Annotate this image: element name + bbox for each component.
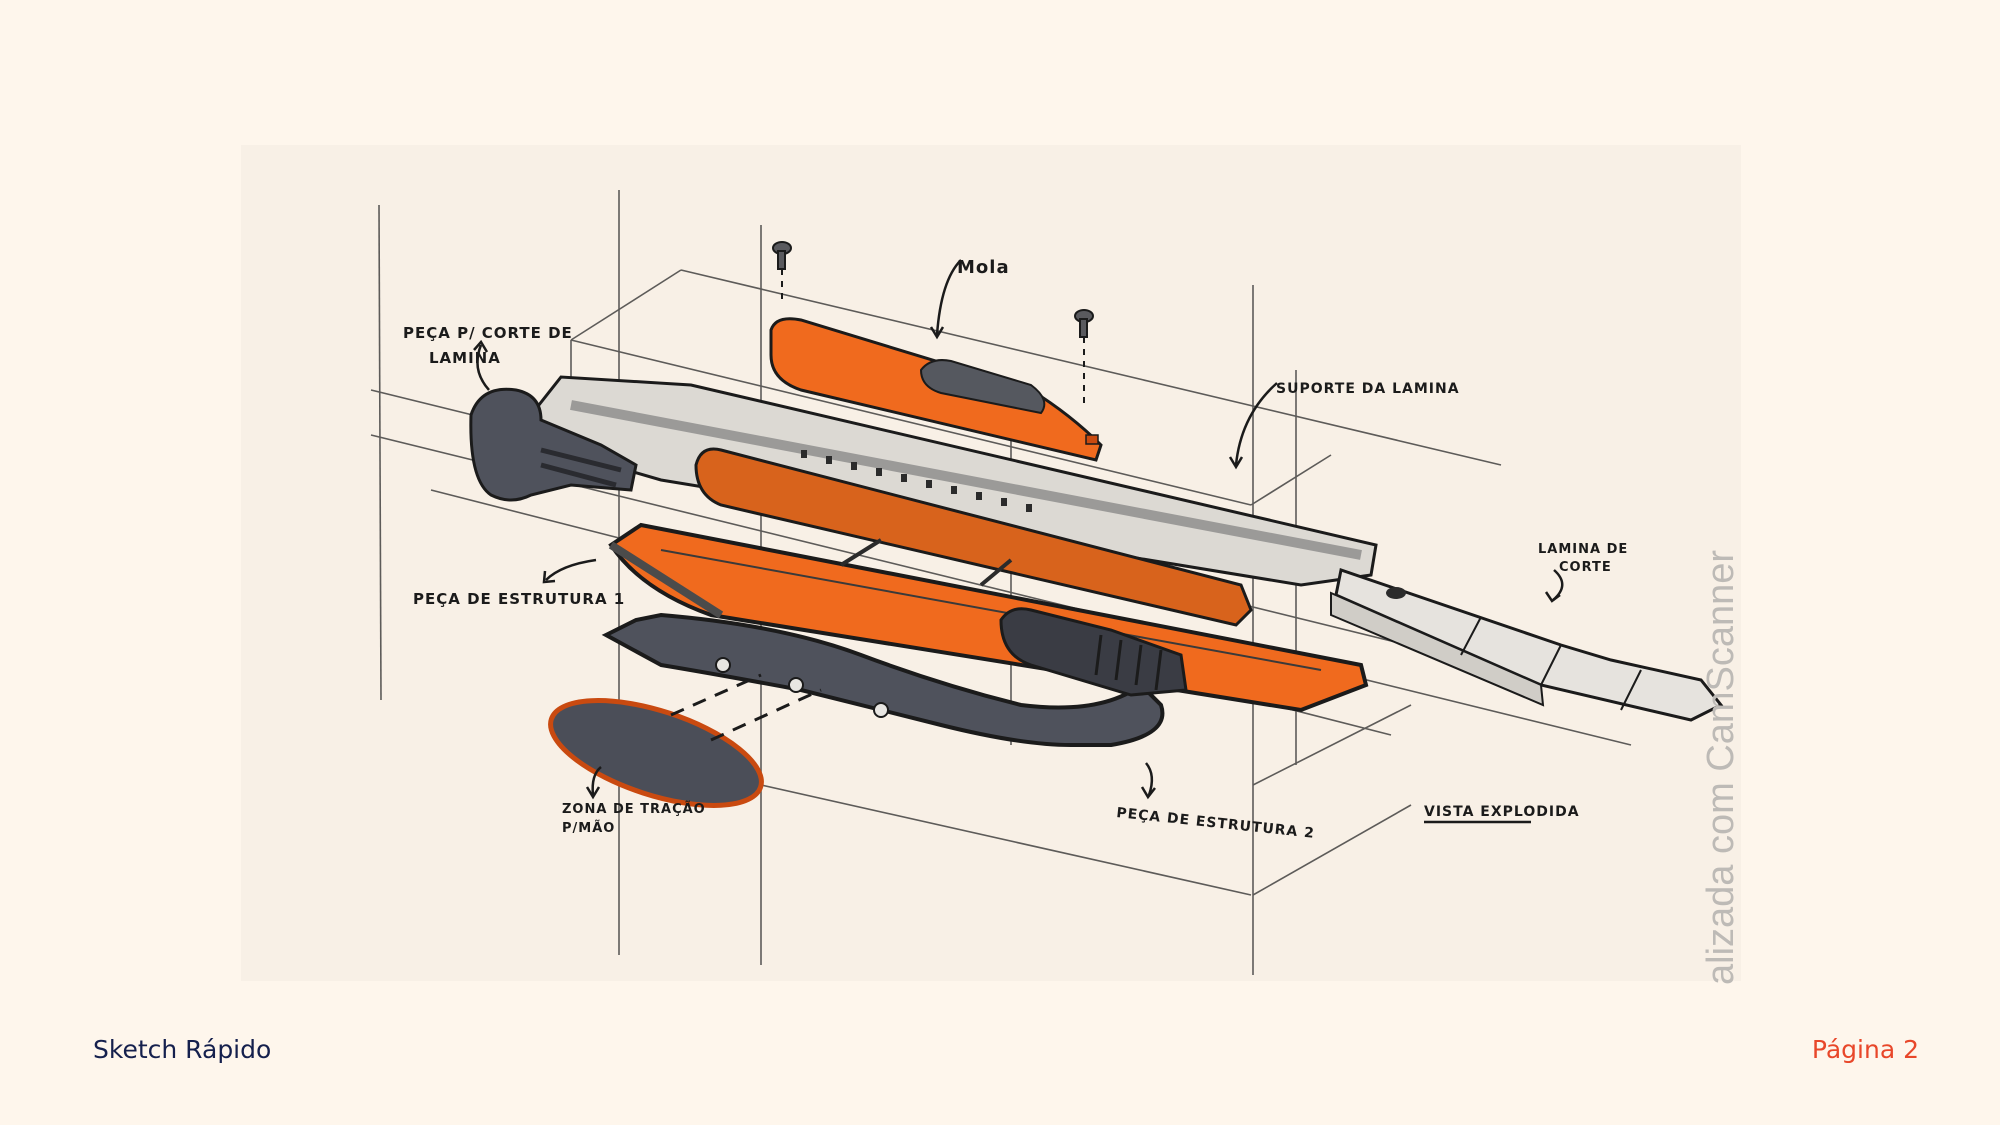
- leader-arrows: [473, 259, 1564, 824]
- label-grip-zone-line1: ZONA DE TRAÇÃO: [562, 801, 706, 817]
- arrow-icon: [473, 339, 489, 353]
- arrow-icon: [929, 326, 945, 340]
- exploded-view-sketch: PEÇA P/ CORTE DE LAMINA Mola SUPORTE DA …: [241, 145, 1741, 981]
- label-structure-piece-2: PEÇA DE ESTRUTURA 2: [1116, 805, 1316, 842]
- screw-icon: [772, 241, 792, 305]
- label-blade-holder: SUPORTE DA LAMINA: [1276, 381, 1460, 397]
- arrow-icon: [1228, 456, 1244, 470]
- scanner-watermark: alizada com CamScanner: [1700, 549, 1742, 985]
- arrow-icon: [585, 786, 601, 800]
- screw-icon: [1074, 309, 1094, 405]
- screw-hole-icon: [715, 657, 889, 718]
- sketch-drawing: PEÇA P/ CORTE DE LAMINA Mola SUPORTE DA …: [370, 190, 1724, 975]
- arrow-icon: [1145, 762, 1154, 796]
- construction-lines: [370, 190, 1632, 975]
- construction-line: [1252, 804, 1412, 896]
- label-blade-cutter-line1: PEÇA P/ CORTE DE: [403, 324, 573, 342]
- arrow-icon: [935, 259, 962, 336]
- construction-line: [570, 339, 1252, 506]
- arrow-icon: [542, 570, 556, 584]
- construction-line: [1252, 704, 1412, 786]
- arrow-icon: [545, 558, 597, 581]
- construction-line: [378, 204, 382, 701]
- arrow-icon: [1234, 382, 1278, 466]
- arrow-icon: [1140, 786, 1156, 800]
- label-cutting-blade-line1: LAMINA DE: [1538, 542, 1628, 557]
- holder-teeth: [801, 450, 1032, 512]
- arrow-icon: [476, 344, 490, 391]
- arrow-icon: [591, 766, 602, 796]
- label-blade-cutter-line2: LAMINA: [429, 349, 501, 367]
- grip-ribs: [1094, 634, 1163, 691]
- construction-line: [680, 269, 1502, 466]
- cutting-blade-part: [1330, 568, 1724, 722]
- arrow-icon: [1544, 591, 1561, 603]
- spring-part: [769, 317, 1103, 462]
- page-number: Página 2: [1811, 1035, 1919, 1064]
- label-view-title: VISTA EXPLODIDA: [1424, 804, 1580, 820]
- label-grip-zone-line2: P/MÃO: [562, 820, 615, 836]
- construction-line: [570, 269, 682, 341]
- construction-line: [1250, 454, 1332, 506]
- label-spring: Mola: [957, 257, 1010, 278]
- blade-cutter-part: [469, 387, 638, 502]
- label-cutting-blade-line2: CORTE: [1559, 560, 1612, 575]
- page-title: Sketch Rápido: [93, 1035, 272, 1064]
- construction-line: [760, 784, 1252, 896]
- grip-zone-part: [548, 673, 822, 808]
- label-structure-piece-1: PEÇA DE ESTRUTURA 1: [413, 590, 625, 608]
- structure-piece-2-part: [601, 607, 1188, 747]
